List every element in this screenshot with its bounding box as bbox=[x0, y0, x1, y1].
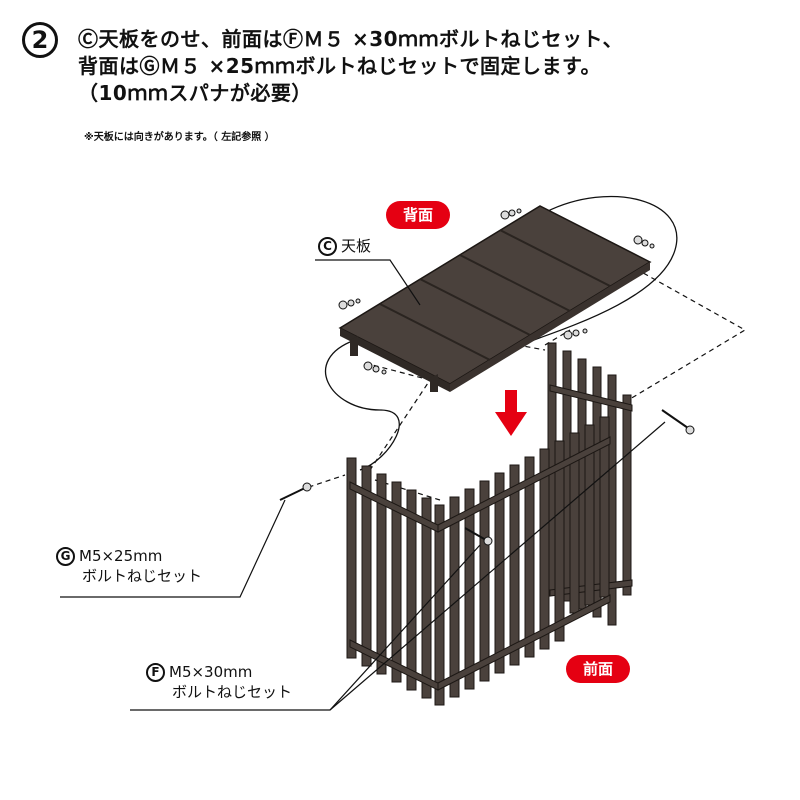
heading-line-2: 背面はⒼＭ５ ×25ｍｍボルトねじセットで固定します。 bbox=[78, 54, 602, 78]
heading-line-1: Ⓒ天板をのせ、前面はⒻＭ５ ×30ｍｍボルトねじセット、 bbox=[78, 27, 624, 51]
part-g-mark: G bbox=[56, 547, 75, 566]
wire-back-left bbox=[324, 339, 400, 471]
part-f-mark: F bbox=[146, 663, 165, 682]
bolt-g-spec: M5×25mm bbox=[79, 547, 163, 565]
back-badge: 背面 bbox=[386, 201, 450, 229]
bolt-g-name: ボルトねじセット bbox=[82, 567, 203, 585]
top-bolts bbox=[338, 208, 655, 375]
wire-back-right bbox=[519, 195, 678, 346]
front-badge: 前面 bbox=[566, 655, 630, 683]
down-arrow bbox=[495, 390, 527, 436]
heading-line-3: （10ｍｍスパナが必要） bbox=[78, 81, 312, 105]
instruction-heading: Ⓒ天板をのせ、前面はⒻＭ５ ×30ｍｍボルトねじセット、 背面はⒼＭ５ ×25ｍ… bbox=[78, 26, 623, 107]
label-leaders bbox=[60, 259, 666, 711]
top-board bbox=[338, 205, 652, 392]
bolt-f-right bbox=[661, 409, 695, 435]
bolt-f-name: ボルトねじセット bbox=[172, 683, 293, 701]
bolt-g bbox=[279, 482, 312, 501]
part-c-mark: C bbox=[318, 237, 337, 256]
step-number: 2 bbox=[22, 22, 58, 58]
top-board-text: 天板 bbox=[341, 237, 372, 255]
leader-wires bbox=[324, 195, 678, 471]
front-fence-panel bbox=[346, 416, 611, 706]
orientation-note: ※天板には向きがあります。（ 左記参照 ） bbox=[84, 132, 275, 143]
bolt-f-spec: M5×30mm bbox=[169, 663, 253, 681]
bolt-f-center bbox=[464, 527, 493, 546]
